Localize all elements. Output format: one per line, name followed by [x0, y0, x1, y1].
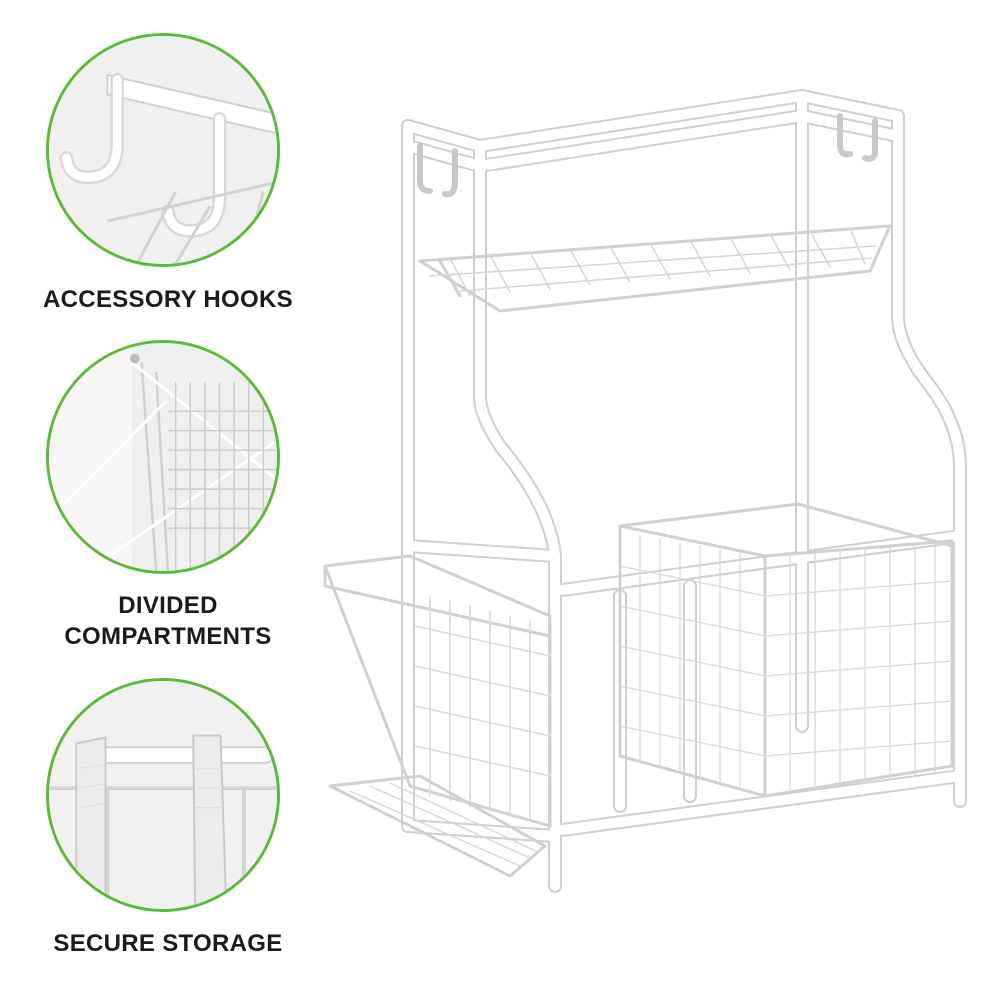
wire-grid-closeup-icon — [46, 340, 280, 574]
strap-closeup-icon — [46, 678, 280, 912]
feature-caption: ACCESSORY HOOKS — [0, 284, 336, 315]
caption-line: ACCESSORY HOOKS — [43, 286, 293, 313]
hook-closeup-icon — [46, 33, 280, 267]
caption-line: DIVIDED — [118, 592, 218, 619]
feature-caption: SECURE STORAGE — [0, 928, 336, 959]
sports-equipment-rack-icon — [320, 86, 980, 896]
caption-line: COMPARTMENTS — [64, 623, 272, 650]
caption-line: SECURE STORAGE — [53, 930, 283, 957]
feature-caption: DIVIDED COMPARTMENTS — [0, 590, 336, 652]
